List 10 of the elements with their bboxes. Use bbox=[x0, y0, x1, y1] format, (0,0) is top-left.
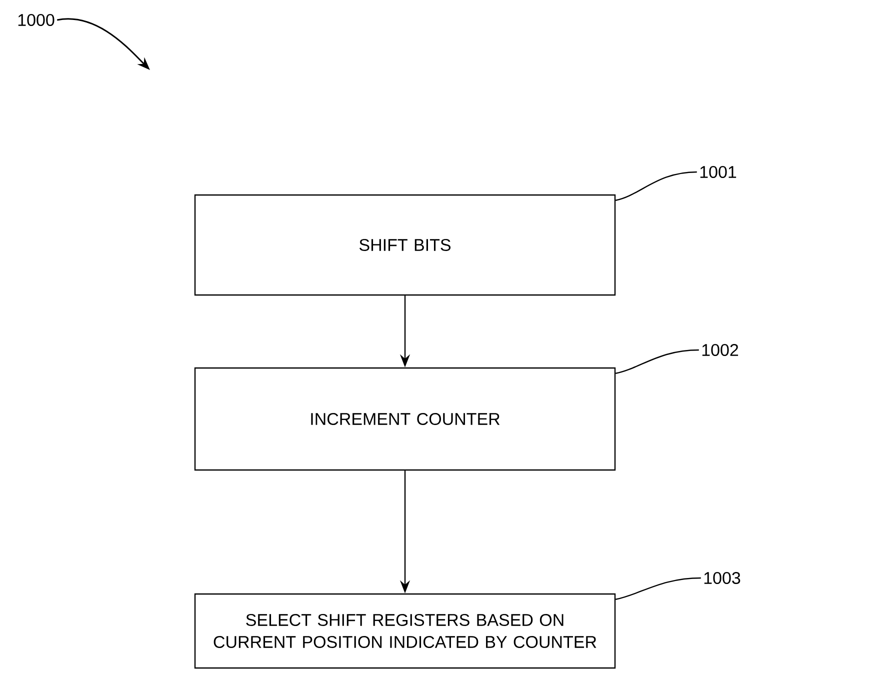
reference-number: 1003 bbox=[704, 572, 740, 584]
leader-line bbox=[615, 349, 699, 374]
process-box: SHIFT BITS bbox=[194, 194, 616, 296]
leader-line bbox=[615, 577, 701, 600]
process-box: INCREMENT COUNTER bbox=[194, 367, 616, 471]
reference-number: 1001 bbox=[700, 166, 736, 178]
reference-number: 1000 bbox=[18, 14, 54, 26]
leader-line bbox=[615, 171, 697, 201]
reference-number: 1002 bbox=[702, 344, 738, 356]
process-box: SELECT SHIFT REGISTERS BASED ON CURRENT POSITION INDICATED BY COUNTER bbox=[194, 593, 616, 669]
